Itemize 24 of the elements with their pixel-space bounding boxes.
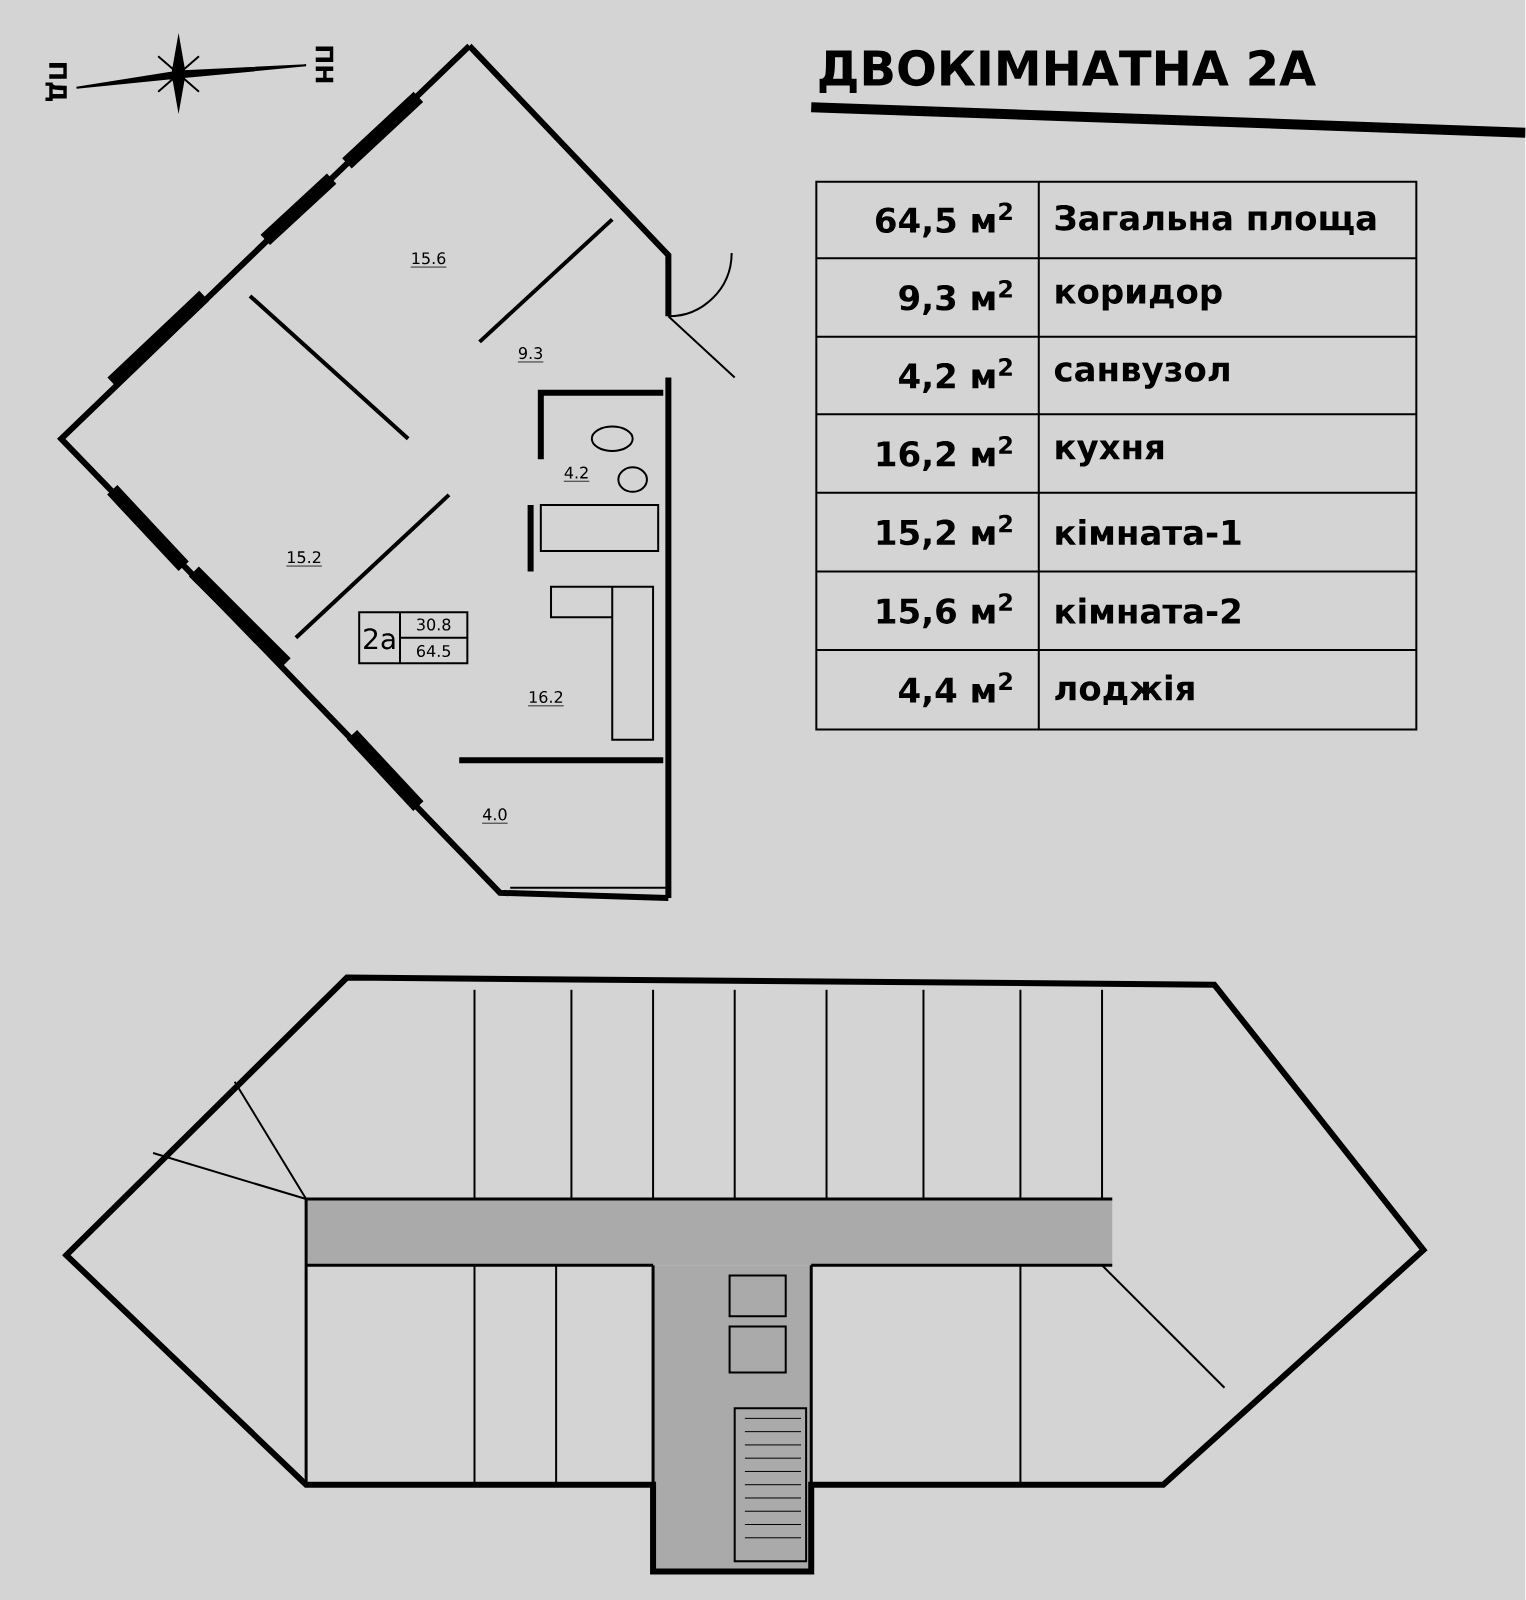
table-cell: лоджія xyxy=(1055,674,1194,706)
table-cell: 15,6 м$^{2}$ xyxy=(877,593,1013,629)
apartment-number-box: 2а 30.8 64.5 xyxy=(358,611,469,665)
direction-label: ПД xyxy=(45,63,67,101)
table-cell: 4,2 м$^{2}$ xyxy=(899,358,1013,394)
direction-label: ПН xyxy=(316,46,334,83)
table-cell: 15,2 м$^{2}$ xyxy=(877,514,1013,550)
room-area: 16.2 xyxy=(527,690,565,707)
table-cell: 64,5 м$^{2}$ xyxy=(876,202,1013,238)
table-cell: кухня xyxy=(1056,440,1164,467)
room-area: 15.2 xyxy=(286,551,323,567)
table-cell: коридор xyxy=(1056,284,1222,311)
table-cell: 4,4 м$^{2}$ xyxy=(899,672,1013,708)
table-cell: кімната-2 xyxy=(1056,597,1241,624)
room-area: 4.0 xyxy=(482,808,509,824)
table-cell: 9,3 м$^{2}$ xyxy=(899,279,1013,315)
room-area: 15.6 xyxy=(410,252,448,268)
room-area: 9.3 xyxy=(517,347,544,363)
table-cell: Загальна площа xyxy=(1055,204,1376,235)
table-cell: санвузол xyxy=(1055,362,1230,389)
room-area: 4.2 xyxy=(563,466,590,482)
table-cell: 16,2 м$^{2}$ xyxy=(877,436,1013,472)
title: ДВОКІМНАТНА 2А xyxy=(819,49,1317,93)
table-cell: кімната-1 xyxy=(1056,519,1241,546)
